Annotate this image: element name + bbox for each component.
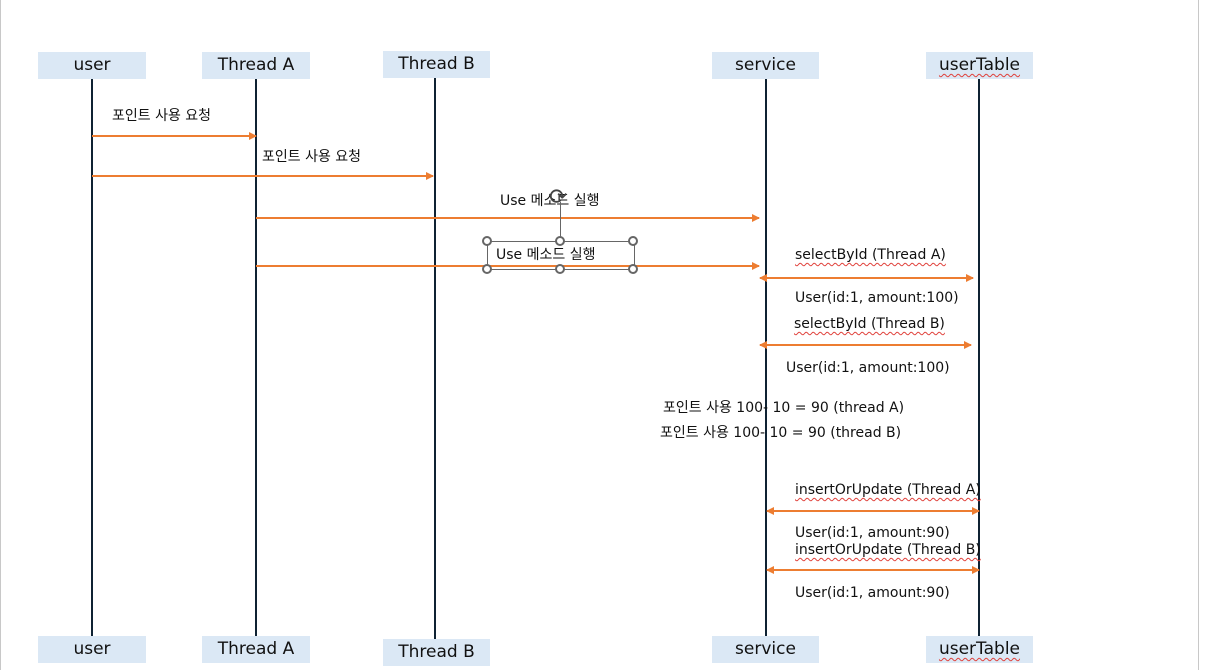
resize-handle-top-middle[interactable] [555, 236, 565, 246]
participant-service-top: service [712, 52, 819, 79]
label-upsert-b-text: insertOrUpdate (Thread B) [795, 542, 981, 558]
label-select-a: selectById (Thread A) [795, 246, 946, 264]
resize-handle-bottom-left[interactable] [482, 264, 492, 274]
label-select-b: selectById (Thread B) [794, 315, 945, 333]
participant-usertable-top: userTable [926, 52, 1033, 79]
resize-handle-bottom-middle[interactable] [555, 264, 565, 274]
label-select-a-text: selectById (Thread A) [795, 247, 946, 263]
label-thread-b-to-service[interactable]: Use 메소드 실행 [496, 247, 596, 263]
label-upsert-a-result: User(id:1, amount:90) [795, 525, 950, 541]
resize-handle-top-left[interactable] [482, 236, 492, 246]
rotate-handle-icon[interactable]: ⟳ [549, 185, 568, 210]
label-upsert-a: insertOrUpdate (Thread A) [795, 481, 981, 499]
page-border-left [0, 0, 1, 670]
participant-thread-a-bottom: Thread A [202, 636, 310, 663]
participant-usertable-top-label: userTable [938, 55, 1021, 75]
lifeline-service [765, 79, 767, 636]
participant-thread-b-top: Thread B [383, 51, 490, 78]
participant-usertable-bottom-label: userTable [938, 639, 1021, 659]
lifeline-thread-b [434, 78, 436, 639]
lifeline-usertable [978, 79, 980, 636]
label-upsert-b-result: User(id:1, amount:90) [795, 585, 950, 601]
label-upsert-a-text: insertOrUpdate (Thread A) [795, 482, 981, 498]
label-calc-a: 포인트 사용 100- 10 = 90 (thread A) [663, 400, 905, 416]
participant-user-bottom: user [38, 636, 146, 663]
label-select-a-result: User(id:1, amount:100) [795, 290, 959, 306]
participant-thread-a-top: Thread A [202, 52, 310, 79]
label-select-b-text: selectById (Thread B) [794, 316, 945, 332]
resize-handle-bottom-right[interactable] [628, 264, 638, 274]
participant-user-top: user [38, 52, 146, 79]
label-user-to-thread-a: 포인트 사용 요청 [112, 108, 212, 124]
participant-usertable-bottom: userTable [926, 636, 1033, 663]
resize-handle-top-right[interactable] [628, 236, 638, 246]
label-user-to-thread-b: 포인트 사용 요청 [262, 149, 362, 165]
lifeline-user [91, 79, 93, 636]
participant-thread-b-bottom: Thread B [383, 639, 490, 666]
lifeline-thread-a [255, 79, 257, 636]
label-thread-a-to-service: Use 메소드 실행 [500, 193, 600, 209]
rotate-handle-stem [560, 202, 561, 241]
label-calc-b: 포인트 사용 100- 10 = 90 (thread B) [660, 425, 902, 441]
label-upsert-b: insertOrUpdate (Thread B) [795, 541, 981, 559]
label-select-b-result: User(id:1, amount:100) [786, 360, 950, 376]
participant-service-bottom: service [712, 636, 819, 663]
page-border-right [1198, 0, 1199, 670]
